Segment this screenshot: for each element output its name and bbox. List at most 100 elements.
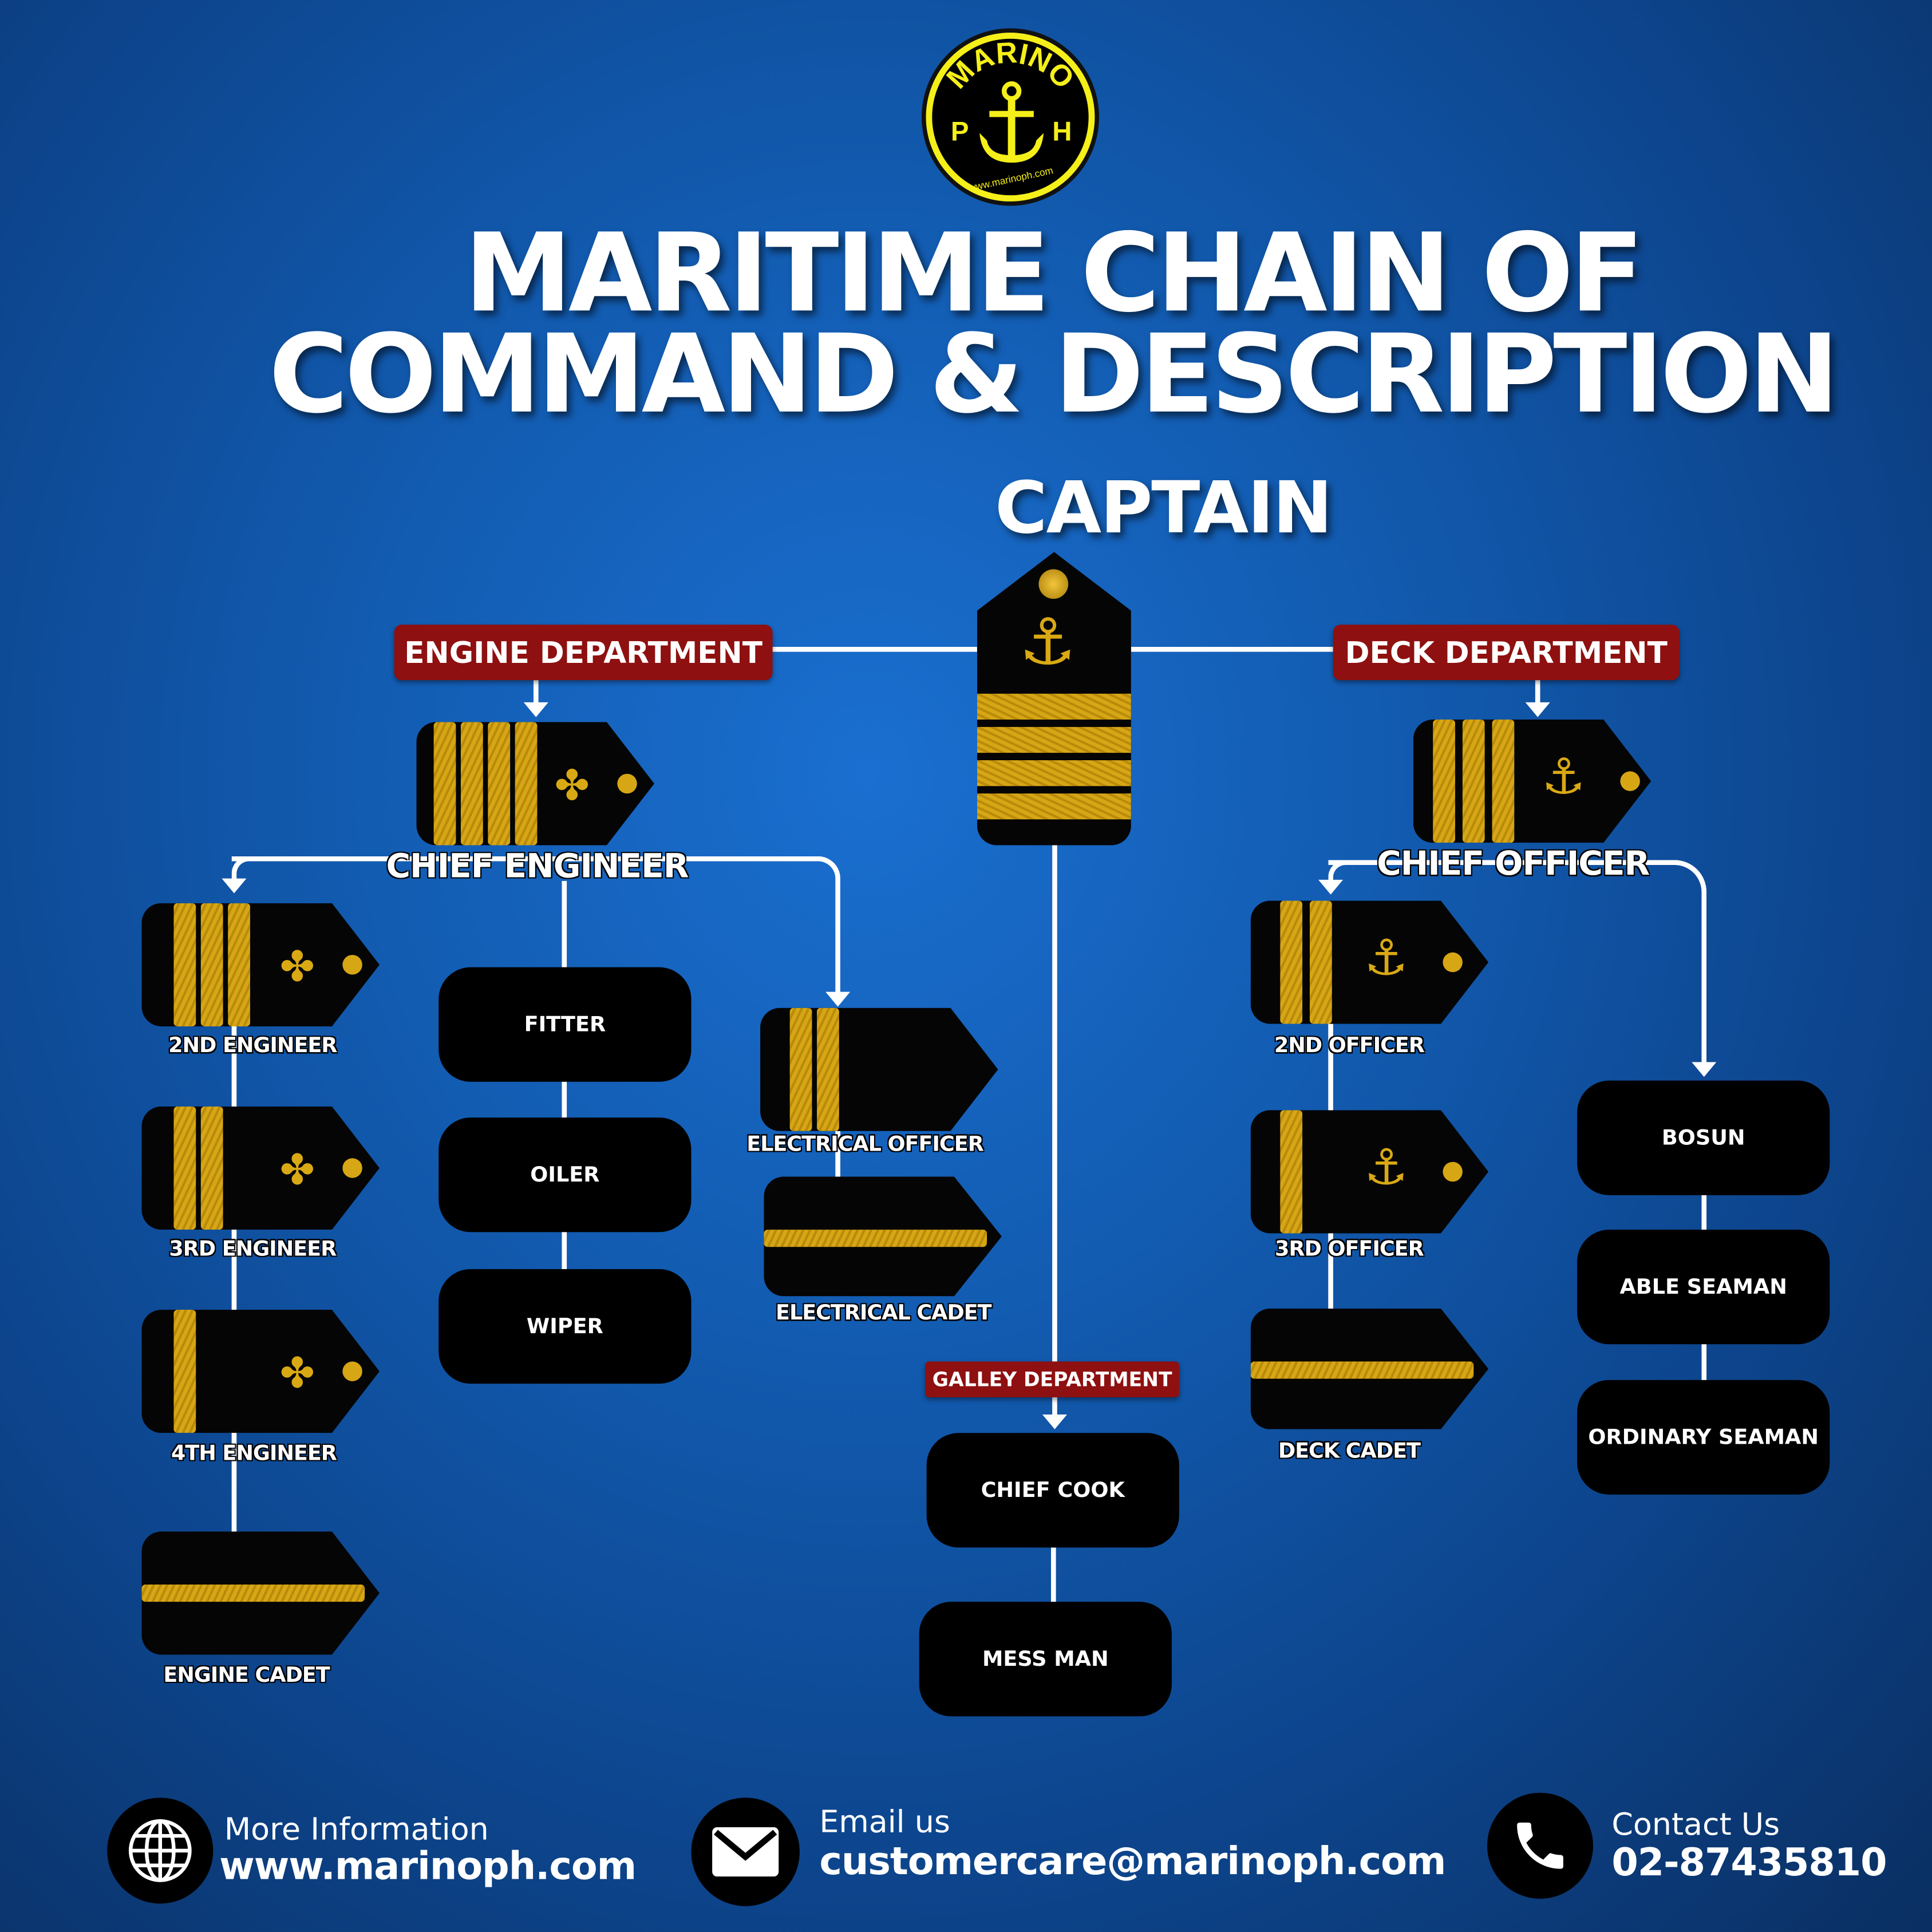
arrow-icon <box>825 991 851 1007</box>
more-information-label: More Information <box>224 1811 489 1847</box>
arrow-icon <box>523 702 548 717</box>
electrical-cadet-epaulette <box>764 1176 1002 1297</box>
gold-stripe <box>1250 1361 1474 1379</box>
anchor-icon: ⚓ <box>1364 930 1408 987</box>
button-icon <box>342 1361 362 1381</box>
chief-cook-box: CHIEF COOK <box>926 1433 1179 1548</box>
engine-cadet-label: ENGINE CADET <box>163 1663 330 1688</box>
anchor-icon: ⚓ <box>1541 749 1586 806</box>
connector <box>231 856 256 881</box>
email-us-label: Email us <box>819 1804 950 1840</box>
chief-officer-epaulette: ⚓ <box>1413 720 1652 843</box>
arrow-icon <box>1042 1414 1067 1429</box>
mess-man-box: MESS MAN <box>919 1602 1172 1717</box>
gold-stripe <box>977 693 1131 720</box>
captain-title: CAPTAIN <box>995 465 1333 550</box>
propeller-icon: ✤ <box>279 942 315 992</box>
connector <box>1131 647 1333 652</box>
connector <box>1050 1547 1056 1605</box>
button-icon <box>1620 771 1640 791</box>
button-icon <box>1443 952 1463 973</box>
gold-stripe <box>1492 720 1515 843</box>
propeller-icon: ✤ <box>554 761 590 811</box>
2nd-engineer-epaulette: ✤ <box>141 903 380 1026</box>
gold-stripe <box>173 903 196 1026</box>
2nd-engineer-label: 2ND ENGINEER <box>168 1033 337 1058</box>
title-line-1: MARITIME CHAIN OF <box>464 209 1644 337</box>
arrow-icon <box>1525 702 1550 717</box>
gold-stripe <box>515 722 538 846</box>
electrical-officer-label: ELECTRICAL OFFICER <box>746 1132 984 1157</box>
engine-department-label: ENGINE DEPARTMENT <box>394 625 773 681</box>
phone-number-link[interactable]: 02-87435810 <box>1611 1840 1887 1886</box>
gold-stripe <box>977 793 1131 820</box>
able-seaman-box: ABLE SEAMAN <box>1577 1230 1830 1345</box>
connector <box>1052 845 1057 1415</box>
button-icon <box>1443 1161 1463 1182</box>
connector <box>835 1131 840 1180</box>
gold-stripe <box>764 1230 987 1247</box>
contact-us-label: Contact Us <box>1611 1806 1780 1842</box>
connector <box>1328 860 1707 1064</box>
wiper-box: WIPER <box>438 1269 692 1384</box>
anchor-icon: ⚓ <box>1019 606 1077 681</box>
svg-text:H: H <box>1052 116 1072 147</box>
button-icon <box>342 1158 362 1178</box>
phone-icon <box>1487 1792 1594 1899</box>
connector <box>231 856 840 1005</box>
gold-stripe <box>173 1106 196 1230</box>
connector <box>1328 860 1353 883</box>
anchor-icon: ⚓ <box>1364 1139 1408 1196</box>
gold-stripe <box>1433 720 1455 843</box>
gold-stripe <box>817 1008 839 1131</box>
marinoph-logo: MARINO P H www.marinoph.com <box>918 25 1103 210</box>
2nd-officer-label: 2ND OFFICER <box>1274 1033 1425 1058</box>
oiler-box: OILER <box>438 1117 692 1232</box>
connector <box>533 680 539 705</box>
envelope-icon <box>691 1797 800 1906</box>
galley-department-label: GALLEY DEPARTMENT <box>925 1361 1179 1397</box>
title-line-2: COMMAND & DESCRIPTION <box>268 310 1840 438</box>
2nd-officer-epaulette: ⚓ <box>1250 900 1489 1024</box>
gold-stripe <box>488 722 511 846</box>
gold-stripe <box>173 1310 196 1433</box>
propeller-icon: ✤ <box>279 1145 315 1195</box>
connector <box>1535 680 1540 705</box>
gold-stripe <box>460 722 483 846</box>
chief-officer-label: CHIEF OFFICER <box>1377 845 1650 884</box>
bosun-box: BOSUN <box>1577 1080 1830 1195</box>
engine-cadet-epaulette <box>141 1531 380 1655</box>
svg-text:P: P <box>951 116 969 147</box>
gold-stripe <box>200 1106 223 1230</box>
deck-cadet-epaulette <box>1250 1308 1489 1429</box>
email-link[interactable]: customercare@marinoph.com <box>819 1839 1446 1884</box>
4th-engineer-epaulette: ✤ <box>141 1310 380 1433</box>
electrical-officer-epaulette <box>760 1008 998 1131</box>
gold-stripe <box>1462 720 1485 843</box>
gold-stripe <box>977 760 1131 787</box>
gold-stripe <box>977 726 1131 753</box>
arrow-icon <box>1692 1062 1717 1077</box>
website-link[interactable]: www.marinoph.com <box>219 1844 637 1889</box>
connector <box>231 1026 237 1532</box>
chief-engineer-label: CHIEF ENGINEER <box>386 847 689 886</box>
globe-icon <box>107 1797 214 1904</box>
4th-engineer-label: 4TH ENGINEER <box>171 1441 337 1467</box>
ordinary-seaman-box: ORDINARY SEAMAN <box>1577 1380 1830 1495</box>
connector <box>772 647 977 652</box>
gold-stripe <box>200 903 223 1026</box>
gold-stripe <box>1310 900 1332 1024</box>
electrical-cadet-label: ELECTRICAL CADET <box>776 1301 992 1326</box>
button-icon <box>617 773 637 794</box>
gold-stripe <box>228 903 250 1026</box>
3rd-engineer-label: 3RD ENGINEER <box>169 1237 337 1262</box>
button-icon <box>342 955 362 975</box>
3rd-officer-epaulette: ⚓ <box>1250 1110 1489 1234</box>
deck-cadet-label: DECK CADET <box>1278 1439 1421 1464</box>
arrow-icon <box>1318 879 1344 895</box>
deck-department-label: DECK DEPARTMENT <box>1333 625 1680 681</box>
3rd-officer-label: 3RD OFFICER <box>1275 1237 1424 1262</box>
chief-engineer-epaulette: ✤ <box>416 722 654 846</box>
button-icon <box>1038 569 1069 599</box>
